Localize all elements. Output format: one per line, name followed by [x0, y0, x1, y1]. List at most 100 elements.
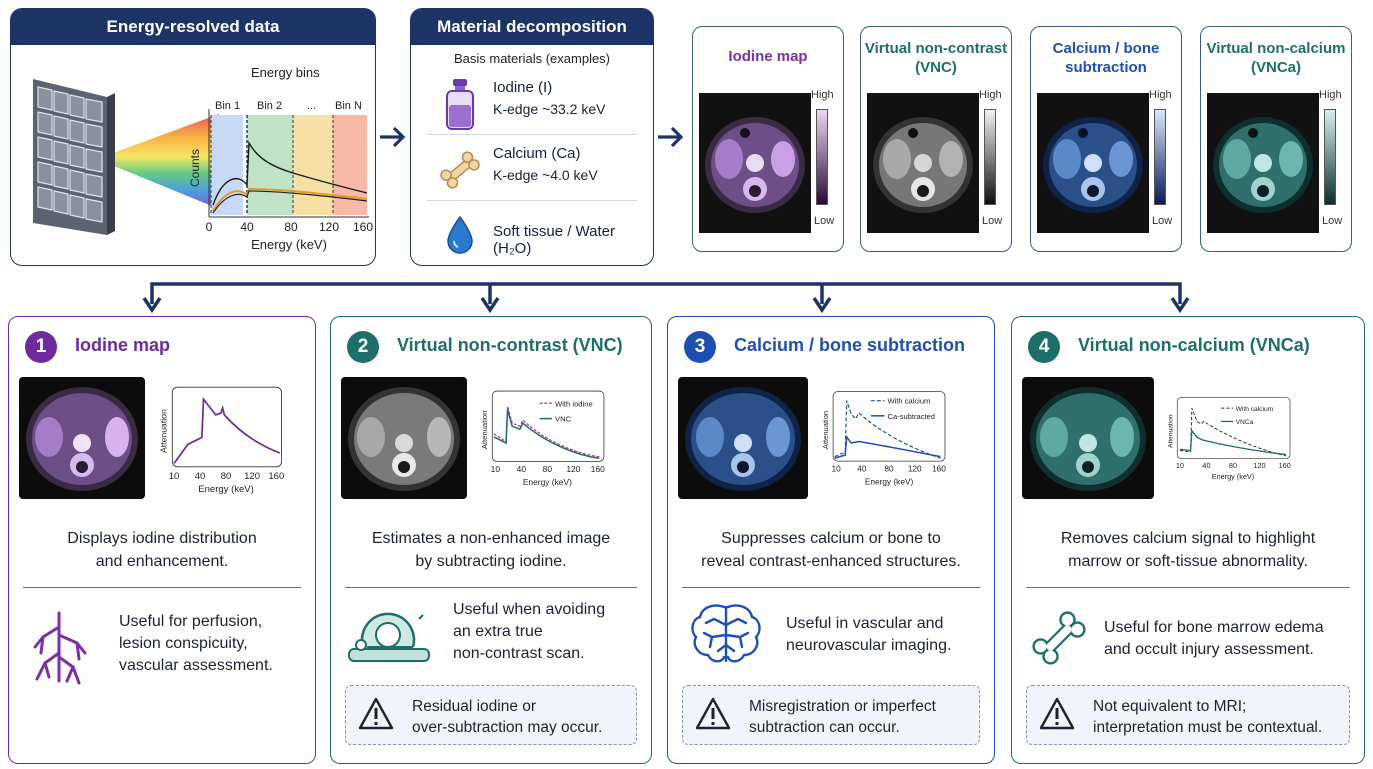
chart-ylabel: Attenuation — [1168, 414, 1175, 448]
vial-icon — [446, 79, 474, 130]
chart-xtick: 10 — [491, 464, 501, 474]
ct-thumbnail — [341, 377, 467, 499]
bone-icon — [1032, 611, 1086, 665]
vessel-tree-icon — [33, 611, 87, 685]
material-decomposition-panel: Material decomposition Basis materials (… — [410, 8, 654, 266]
warning-icon — [1039, 697, 1075, 730]
chart-xtick: 120 — [908, 464, 922, 474]
chart-xlabel: Energy (keV) — [865, 477, 914, 487]
card-use: Useful for perfusion,lesion conspicuity,… — [119, 613, 273, 674]
attenuation-chart: With calcium Ca-subtracted Attenuation 1… — [821, 391, 946, 487]
colorbar — [816, 109, 828, 205]
detector-icon — [33, 79, 219, 235]
chart-xtick: 120 — [244, 471, 260, 482]
ct-scanner-icon — [348, 612, 430, 662]
card-title: Virtual non-contrast (VNC) — [397, 335, 623, 355]
legend-with-calcium: With calcium — [1236, 406, 1274, 413]
legend-ca-subtracted: Ca-subtracted — [888, 412, 935, 421]
chart-xlabel: Energy (keV) — [523, 477, 572, 487]
xtick-120: 120 — [319, 220, 339, 234]
decomp-subtitle: Basis materials (examples) — [453, 51, 611, 66]
xtick-0: 0 — [206, 220, 213, 234]
bin-label-3: ... — [307, 100, 316, 112]
xtick-160: 160 — [353, 220, 373, 234]
chart-xlabel: Energy (keV) — [198, 484, 254, 495]
chart-xtick: 160 — [591, 464, 605, 474]
colorbar-low: Low — [982, 215, 1003, 227]
step-number: 3 — [684, 331, 716, 363]
brain-icon — [691, 604, 761, 663]
chart-xtick: 10 — [832, 464, 842, 474]
chart-ylabel: Attenuation — [480, 411, 489, 450]
material-detail: K-edge ~4.0 keV — [493, 167, 598, 183]
map-title: Calcium / bone subtraction — [1052, 40, 1160, 76]
ct-thumbnail — [678, 377, 808, 499]
map-card-vnca: Virtual non-calcium (VNCa) High Low — [1200, 26, 1352, 252]
card-vnc: 2 Virtual non-contrast (VNC) With iodine… — [330, 316, 652, 764]
chart-xtick: 40 — [195, 471, 206, 482]
map-card-calcium: Calcium / bone subtraction High Low — [1030, 26, 1182, 252]
chart-xtick: 160 — [1279, 461, 1291, 470]
divider — [345, 587, 637, 588]
colorbar — [1324, 109, 1336, 205]
bin-label-1: Bin 1 — [215, 100, 240, 112]
chart-xtick: 40 — [857, 464, 867, 474]
colorbar-high: High — [979, 89, 1002, 101]
chart-xtick: 10 — [1176, 461, 1184, 470]
energy-xlabel: Energy (keV) — [251, 237, 327, 252]
material-row-iodine: Iodine (I) K-edge ~33.2 keV — [427, 73, 637, 135]
warning-text: Not equivalent to MRI;interpretation mus… — [1093, 698, 1323, 736]
energy-spectrum-chart: Bin 1 Bin 2 ... Bin N Counts 0 40 80 120… — [188, 100, 373, 252]
bone-icon — [440, 151, 480, 189]
material-row-water: Soft tissue / Water (H₂O) — [427, 205, 637, 267]
step-number: 2 — [347, 331, 379, 363]
warning-icon — [358, 697, 394, 730]
colorbar-low: Low — [1152, 215, 1173, 227]
material-detail: K-edge ~33.2 keV — [493, 101, 606, 117]
chart-xtick: 10 — [169, 471, 180, 482]
card-iodine-map: 1 Iodine map Attenuation 10 40 80 120 16… — [8, 316, 316, 764]
divider — [682, 587, 980, 588]
connector-arrows — [142, 282, 1190, 314]
legend-with-iodine: With iodine — [555, 399, 593, 408]
material-name: Calcium (Ca) — [493, 145, 581, 162]
material-name: Iodine (I) — [493, 79, 553, 96]
divider — [1026, 587, 1350, 588]
decomp-title: Material decomposition — [411, 9, 653, 45]
chart-ylabel: Attenuation — [821, 411, 830, 449]
attenuation-chart: Attenuation 10 40 80 120 160 Energy (keV… — [158, 386, 284, 495]
material-name: Soft tissue / Water (H₂O) — [493, 223, 615, 257]
ct-image — [867, 93, 979, 233]
card-title: Virtual non-calcium (VNCa) — [1078, 335, 1310, 355]
card-title: Iodine map — [75, 335, 171, 355]
arrow-right-icon — [380, 126, 406, 148]
maps-row: Iodine map High Low Virtual non-contrast… — [690, 0, 1370, 270]
arrow-right-icon — [658, 126, 684, 148]
bin-label-2: Bin 2 — [257, 100, 282, 112]
water-drop-icon — [447, 215, 473, 254]
card-calcium-subtraction: 3 Calcium / bone subtraction With calciu… — [667, 316, 995, 764]
chart-xtick: 80 — [543, 464, 553, 474]
chart-xtick: 80 — [221, 471, 232, 482]
map-title: Virtual non-calcium (VNCa) — [1206, 40, 1346, 76]
divider — [23, 587, 301, 588]
xtick-40: 40 — [240, 220, 254, 234]
chart-xtick: 160 — [268, 471, 284, 482]
map-title: Iodine map — [728, 48, 808, 65]
chart-xlabel: Energy (keV) — [1212, 472, 1255, 481]
energy-bins-title: Energy bins — [251, 65, 320, 80]
chart-xtick: 80 — [884, 464, 894, 474]
chart-xtick: 120 — [1253, 461, 1265, 470]
colorbar-high: High — [1319, 89, 1342, 101]
bin-label-n: Bin N — [335, 100, 362, 112]
ct-image — [1037, 93, 1149, 233]
chart-xtick: 160 — [932, 464, 946, 474]
map-card-iodine: Iodine map High Low — [692, 26, 844, 252]
